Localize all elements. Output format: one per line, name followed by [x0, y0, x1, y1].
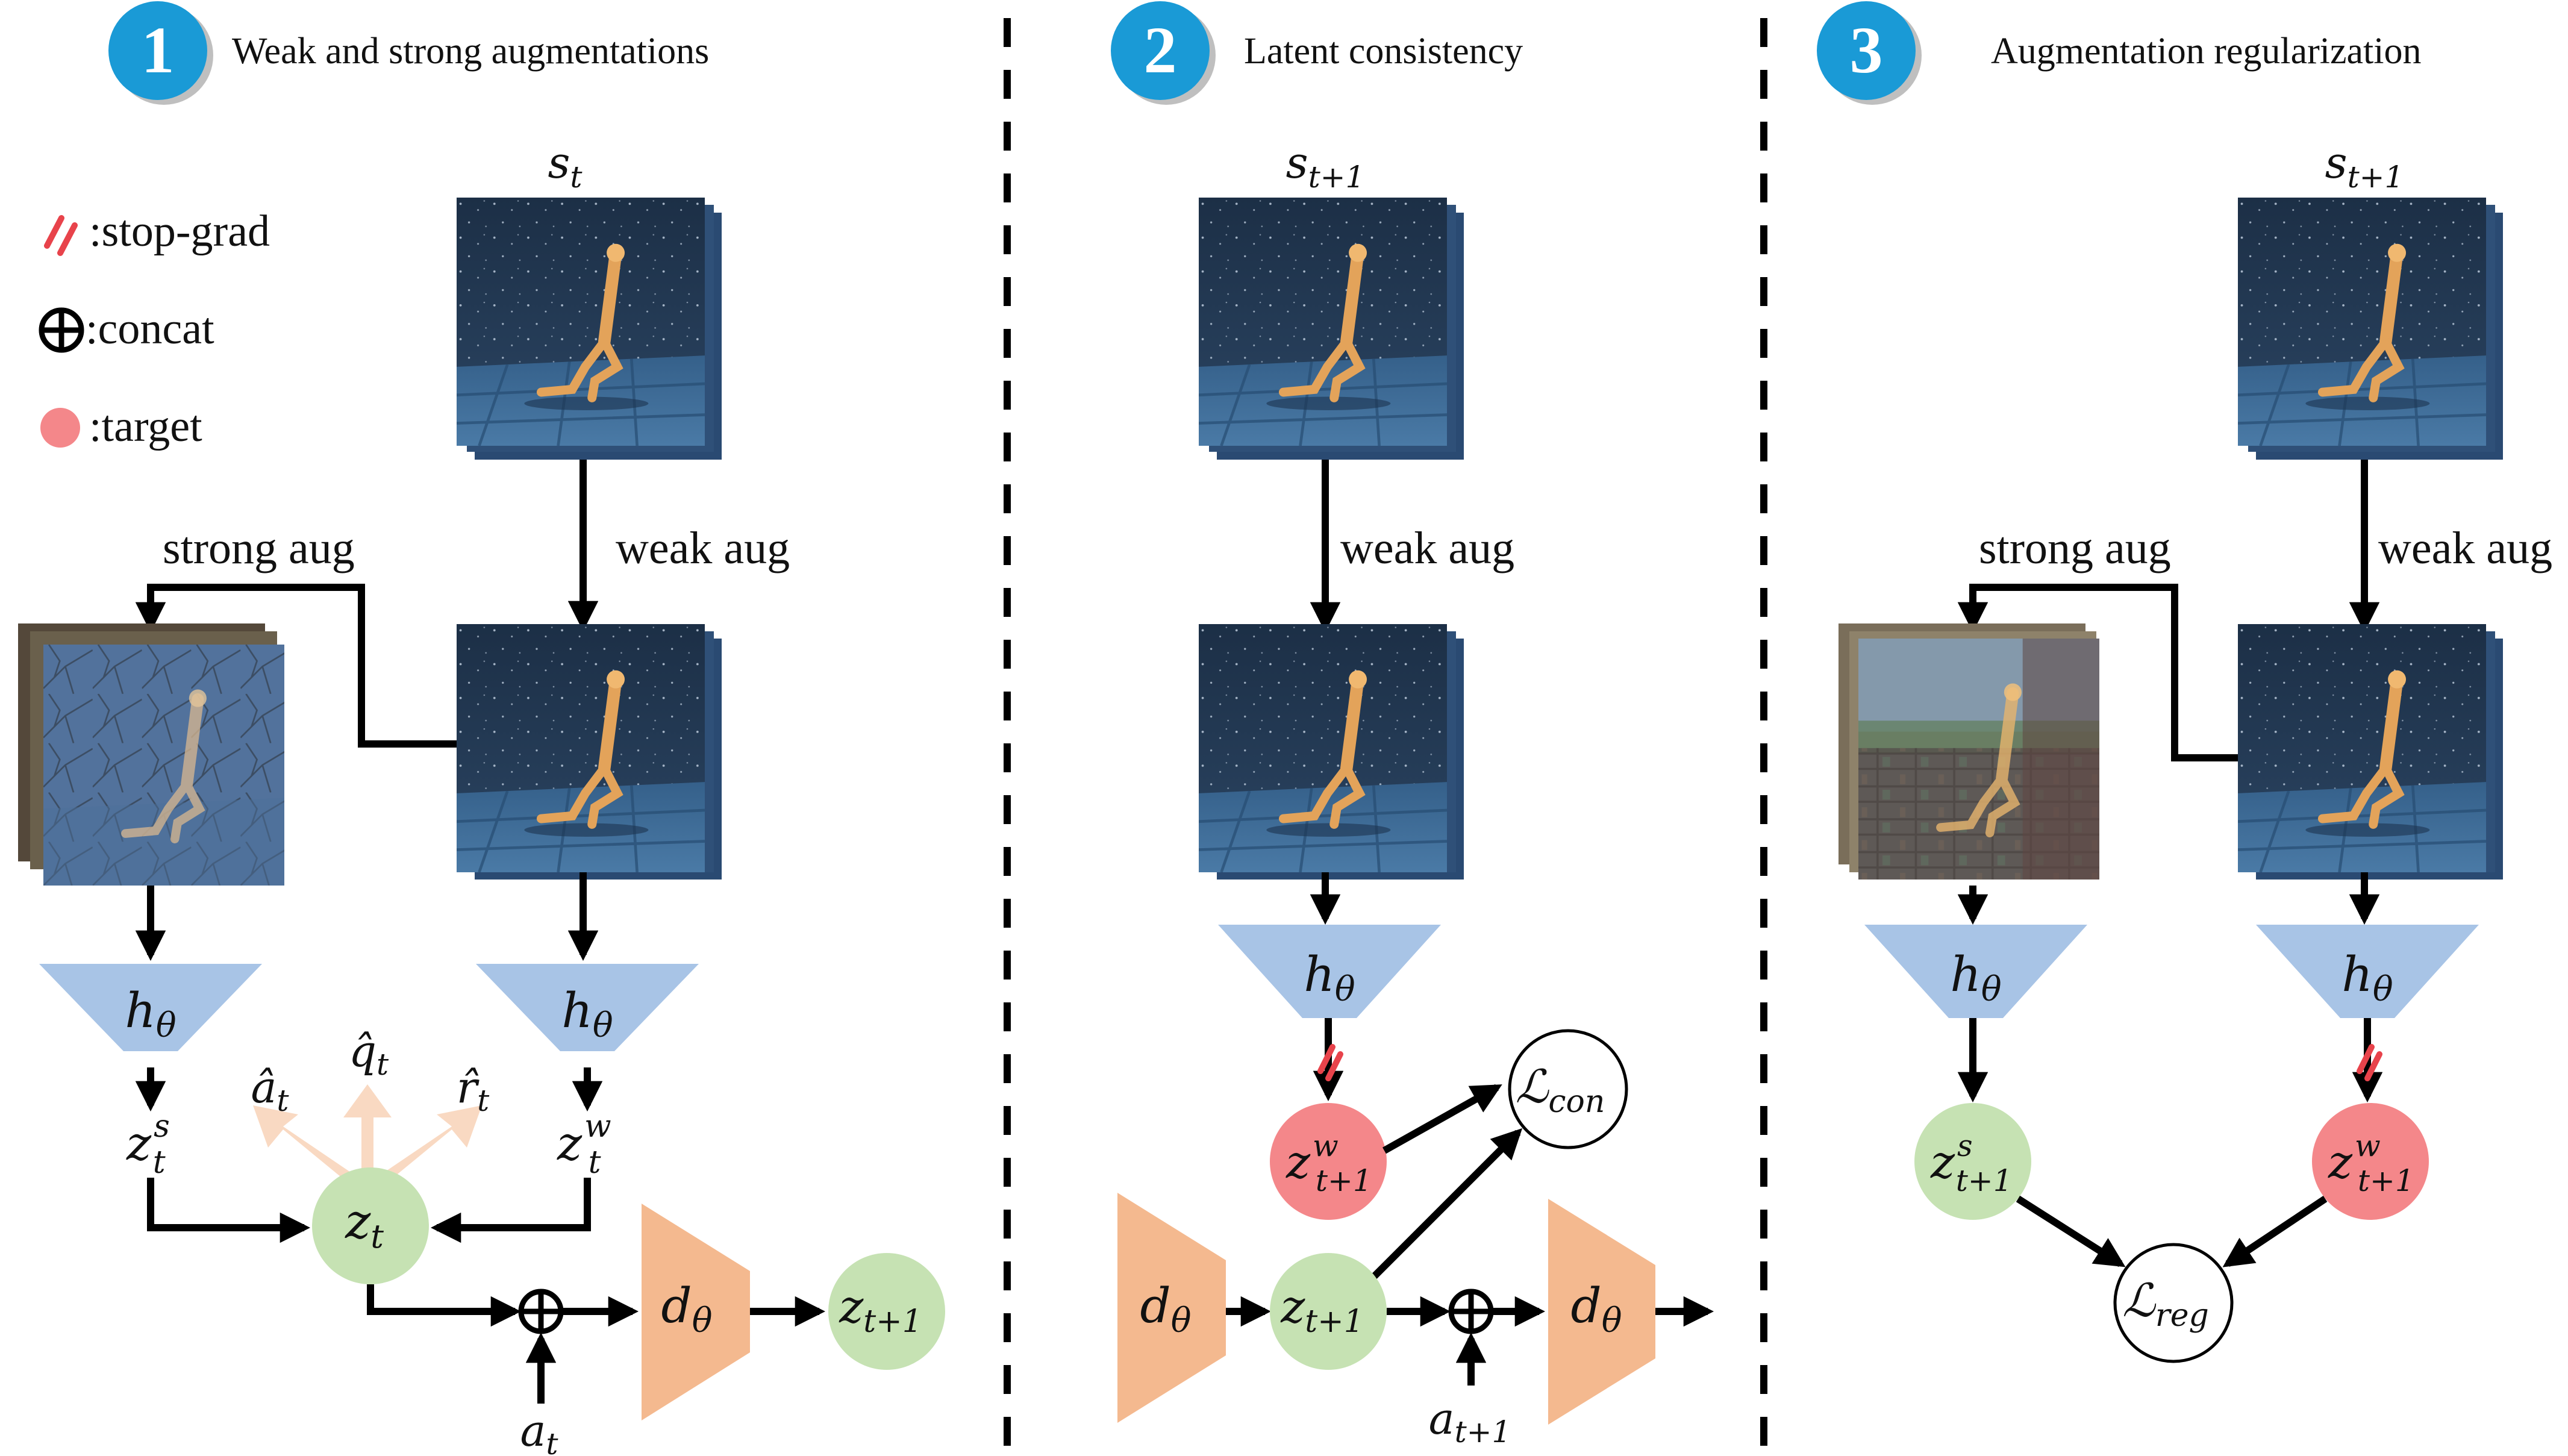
- loss-label-reg: ℒreg: [2122, 1273, 2209, 1334]
- target-dot-icon: [40, 408, 80, 448]
- dynamics-label-1: dθ: [661, 1278, 713, 1340]
- legend: :stop-grad :concat :target: [39, 207, 270, 451]
- latent-node-zt1-p2: [1270, 1253, 1387, 1370]
- frame-stack-strong-1: [18, 623, 284, 886]
- legend-concat: :concat: [86, 304, 214, 354]
- target-node-zt1w-3: [2312, 1103, 2429, 1220]
- arrow-strong-aug-1: [135, 584, 457, 748]
- frame-stack-strong-3: [1839, 623, 2099, 880]
- prediction-heads: [253, 1084, 482, 1199]
- arrow-zt1-to-lcon: [1370, 1128, 1523, 1280]
- concat-node-2: [1448, 1289, 1494, 1334]
- stop-grad-marker-2: [1317, 1044, 1343, 1081]
- loss-node-con: [1508, 1029, 1628, 1149]
- step-number-2: 2: [1144, 13, 1177, 87]
- stop-grad-icon: [44, 215, 78, 256]
- encoder-label-weak-3: hθ: [2342, 946, 2393, 1009]
- step-number-1: 1: [142, 13, 175, 87]
- encoder-label-weak-1: hθ: [561, 983, 613, 1045]
- dynamics-model-2b: [1548, 1199, 1655, 1425]
- dynamics-model-1: [642, 1204, 750, 1420]
- frame-stack-weak-2: [1199, 624, 1464, 880]
- dynamics-label-2b: dθ: [1571, 1278, 1622, 1340]
- action-label-at: at: [520, 1405, 558, 1456]
- latent-node-zt1: [828, 1253, 945, 1370]
- panel-header-3: 3 Augmentation regularization: [1817, 1, 2421, 105]
- encoder-2: [1218, 925, 1441, 1018]
- state-label-st1-p2: st+1: [1286, 137, 1365, 195]
- frame-stack-st1-p3: [2238, 198, 2503, 460]
- head-label-a-hat: ât: [251, 1062, 289, 1118]
- arrow-ztw-to-zt: [430, 1178, 591, 1243]
- step-number-3: 3: [1850, 13, 1883, 87]
- strong-aug-label-1: strong aug: [163, 523, 355, 573]
- encoder-label-strong-3: hθ: [1950, 946, 2001, 1009]
- step-badge-1: [108, 1, 207, 100]
- head-label-r-hat: r̂t: [457, 1062, 490, 1118]
- legend-stop-grad: :stop-grad: [89, 207, 270, 256]
- state-label-st1-p3: st+1: [2325, 137, 2404, 195]
- frame-stack-weak-1: [457, 624, 722, 880]
- encoder-strong-3: [1864, 925, 2087, 1018]
- panel-title-1: Weak and strong augmentations: [232, 31, 709, 72]
- latent-label-zt1: zt+1: [839, 1279, 922, 1340]
- arrow-strong-aug-3: [1957, 584, 2238, 761]
- arrow-zt-to-concat-1: [367, 1284, 522, 1327]
- head-label-q-hat: q̂t: [349, 1026, 389, 1082]
- latent-label-zt1-p2: zt+1: [1280, 1279, 1364, 1340]
- panel-title-2: Latent consistency: [1244, 31, 1523, 72]
- weak-aug-label-3: weak aug: [2378, 523, 2552, 573]
- loss-node-reg: [2113, 1243, 2234, 1363]
- step-badge-2: [1111, 1, 1210, 100]
- action-label-at1: at+1: [1429, 1393, 1511, 1449]
- arrow-zt1s-to-lreg: [2016, 1195, 2126, 1267]
- target-node-zt1w: [1270, 1103, 1387, 1220]
- encoder-weak-1: [476, 964, 699, 1051]
- strong-aug-label-3: strong aug: [1979, 523, 2171, 573]
- step-badge-3: [1817, 1, 1916, 100]
- dynamics-model-2a: [1117, 1193, 1226, 1423]
- panel-header-2: 2 Latent consistency: [1111, 1, 1523, 105]
- arrow-zt1w-to-lcon: [1382, 1084, 1502, 1154]
- legend-target: :target: [89, 402, 202, 451]
- encoder-strong-1: [39, 964, 262, 1051]
- state-label-st: st: [548, 137, 583, 195]
- encoder-label-2: hθ: [1304, 946, 1355, 1009]
- arrow-zts-to-zt: [147, 1178, 311, 1243]
- loss-label-con: ℒcon: [1516, 1060, 1605, 1120]
- stop-grad-marker-3: [2357, 1044, 2382, 1081]
- encoder-weak-3: [2256, 925, 2479, 1018]
- concat-node-1: [518, 1289, 564, 1334]
- panel-header-1: 1 Weak and strong augmentations: [108, 1, 709, 105]
- frame-stack-st: [457, 198, 722, 460]
- latent-label-zt: zt: [345, 1193, 384, 1255]
- panel-title-3: Augmentation regularization: [1991, 31, 2421, 72]
- encoder-label-strong-1: hθ: [125, 983, 176, 1045]
- latent-node-zt1s: [1914, 1103, 2031, 1220]
- weak-aug-label-2: weak aug: [1340, 523, 1514, 573]
- arrow-zt1w-to-lreg: [2222, 1196, 2328, 1267]
- latent-node-zt: [312, 1167, 429, 1284]
- frame-stack-st1-p2: [1199, 198, 1464, 460]
- dynamics-label-2a: dθ: [1140, 1278, 1192, 1340]
- concat-icon: [39, 307, 84, 353]
- frame-stack-weak-3: [2238, 624, 2503, 880]
- weak-aug-label-1: weak aug: [616, 523, 790, 573]
